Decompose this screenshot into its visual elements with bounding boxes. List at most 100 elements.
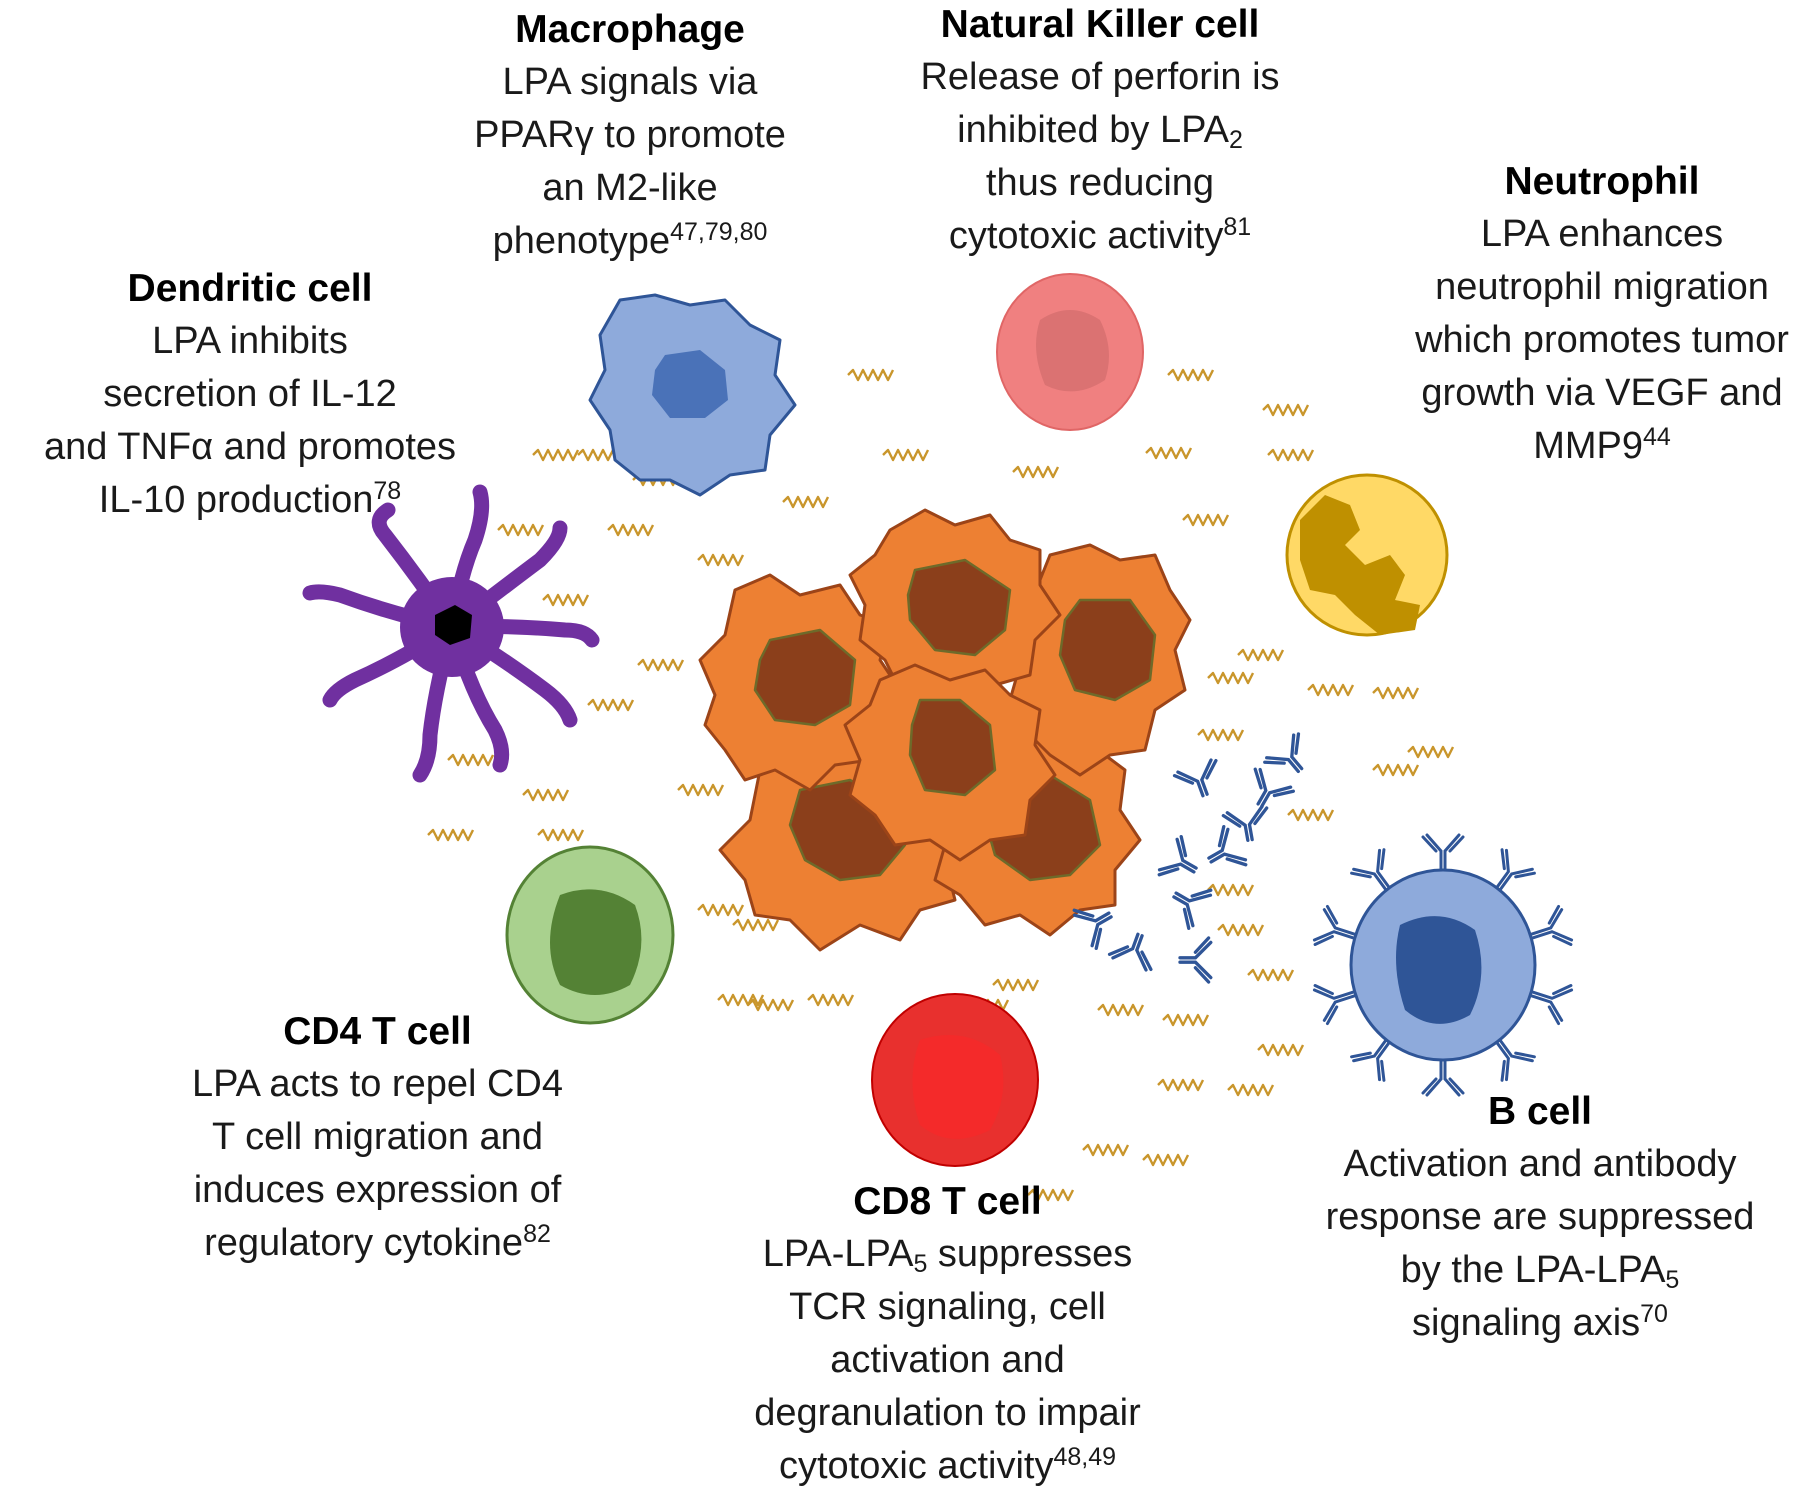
- cd8-description-line: LPA-LPA5 suppresses: [762, 1233, 1133, 1278]
- reference-superscript: 44: [1642, 423, 1671, 451]
- antibody: [1221, 804, 1269, 843]
- b-cell-receptor: [1350, 848, 1393, 894]
- lpa-molecule: [882, 448, 930, 462]
- macrophage-cell: [588, 293, 797, 497]
- lpa-molecule: [1217, 923, 1265, 937]
- lpa-molecule: [1082, 1143, 1130, 1157]
- antibody: [1253, 767, 1296, 808]
- lpa-molecule: [1257, 1043, 1305, 1057]
- lpa-molecule: [717, 993, 765, 1007]
- antibody: [1263, 732, 1304, 774]
- lpa-molecule: [532, 448, 580, 462]
- neutrophil-description-line: which promotes tumor: [1415, 319, 1789, 361]
- cd8-description-line: TCR signaling, cell: [789, 1286, 1106, 1328]
- antibody: [1207, 824, 1248, 867]
- b-cell-receptor: [1421, 1055, 1465, 1097]
- bcell-description-line: Activation and antibody: [1343, 1143, 1737, 1185]
- lpa-molecule: [587, 698, 635, 712]
- neutrophil-description-line: neutrophil migration: [1435, 266, 1769, 308]
- b-cell-receptor: [1312, 904, 1358, 946]
- lpa-molecule: [1157, 1078, 1205, 1092]
- neutrophil-cell: [1285, 473, 1449, 637]
- tumor-cell: [848, 508, 1062, 702]
- neutrophil-description-line: LPA enhances: [1480, 213, 1724, 255]
- lpa-molecule: [497, 523, 545, 537]
- lpa-molecule: [607, 523, 655, 537]
- macrophage-description-line: phenotype47,79,80: [492, 218, 768, 263]
- cd4-t-cell: [505, 845, 675, 1025]
- lpa-molecule: [847, 368, 895, 382]
- lpa-molecule: [1182, 513, 1230, 527]
- dendritic-cell: [302, 484, 600, 783]
- cd4-description-line: T cell migration and: [212, 1116, 543, 1158]
- dendritic-description-line: secretion of IL-12: [103, 373, 397, 415]
- lpa-molecule: [697, 553, 745, 567]
- lpa-molecule: [637, 658, 685, 672]
- dendritic-description-line: IL-10 production78: [98, 477, 402, 522]
- dendritic-title: Dendritic cell: [127, 267, 373, 310]
- cd8-description-line: cytotoxic activity48,49: [778, 1443, 1117, 1488]
- lpa-molecule: [1142, 1153, 1190, 1167]
- cd4-description-line: LPA acts to repel CD4: [191, 1063, 564, 1105]
- dendritic-description-line: and TNFα and promotes: [43, 426, 457, 468]
- cd8-description-line: degranulation to impair: [754, 1392, 1141, 1434]
- lpa-molecule: [1207, 883, 1255, 897]
- antibody: [1157, 834, 1198, 877]
- lpa-molecule: [1247, 968, 1295, 982]
- nk-description-line: thus reducing: [985, 162, 1215, 204]
- lpa-molecule: [677, 783, 725, 797]
- lpa-molecule: [427, 828, 475, 842]
- free-antibodies: [1072, 732, 1304, 984]
- lpa-molecule: [522, 788, 570, 802]
- nk-description-line: Release of perforin is: [920, 56, 1280, 98]
- lpa-molecule: [807, 993, 855, 1007]
- lpa-molecule: [697, 903, 745, 917]
- reference-superscript: 47,79,80: [670, 218, 768, 246]
- natural-killer-cell: [996, 273, 1144, 431]
- cd4-description-line: regulatory cytokine82: [204, 1220, 551, 1265]
- bcell-description-line: response are suppressed: [1325, 1196, 1755, 1238]
- lpa-molecule: [1262, 403, 1310, 417]
- macrophage-description-line: PPARγ to promote: [474, 114, 786, 156]
- lpa-molecule: [732, 918, 780, 932]
- b-cell-receptor: [1493, 848, 1536, 894]
- lpa-molecule: [1145, 446, 1193, 460]
- lpa-molecule: [1207, 671, 1255, 685]
- neutrophil-description-line: growth via VEGF and: [1421, 372, 1783, 414]
- antibody: [1107, 932, 1153, 972]
- subscript: 5: [1665, 1266, 1680, 1294]
- neutrophil-title: Neutrophil: [1504, 160, 1700, 203]
- cd4-title: CD4 T cell: [283, 1010, 472, 1053]
- bcell-title: B cell: [1487, 1090, 1593, 1133]
- tumor-cell: [843, 663, 1057, 862]
- nk-description-line: cytotoxic activity81: [948, 213, 1252, 258]
- lpa-molecule: [1287, 808, 1335, 822]
- antibody: [1172, 888, 1213, 931]
- antibody: [1172, 758, 1218, 798]
- b-cell-receptor: [1528, 984, 1574, 1026]
- reference-superscript: 78: [373, 477, 402, 505]
- reference-superscript: 81: [1223, 213, 1252, 241]
- cd8-t-cell: [871, 993, 1039, 1167]
- subscript: 5: [913, 1250, 928, 1278]
- lpa-molecule: [1197, 728, 1245, 742]
- tumor-cluster: [698, 508, 1192, 952]
- b-cell-receptor: [1528, 904, 1574, 946]
- lpa-molecule: [992, 978, 1040, 992]
- b-cell-receptor: [1312, 984, 1358, 1026]
- subscript: 2: [1228, 126, 1243, 154]
- nk-title: Natural Killer cell: [940, 3, 1260, 46]
- reference-superscript: 48,49: [1053, 1443, 1117, 1471]
- lpa-molecule: [1267, 448, 1315, 462]
- nk-description-line: inhibited by LPA2: [957, 109, 1243, 154]
- lpa-molecule: [1227, 1083, 1275, 1097]
